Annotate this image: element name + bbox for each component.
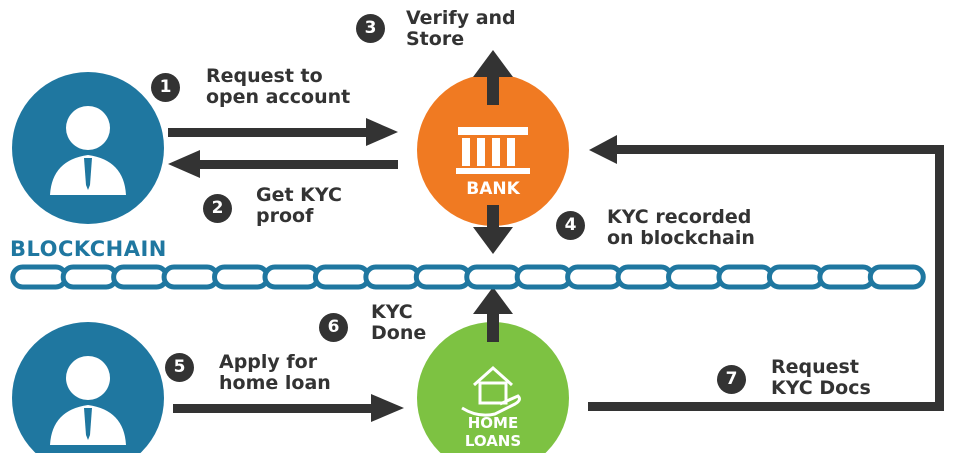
arrow-verify-store bbox=[473, 50, 513, 105]
step-3-label: Verify and Store bbox=[406, 7, 516, 50]
home-loans-label-line2: LOANS bbox=[465, 432, 521, 450]
house-in-hand-icon bbox=[461, 365, 521, 417]
bank-label: BANK bbox=[466, 179, 520, 199]
chain-link bbox=[766, 264, 825, 290]
chain-link bbox=[716, 264, 775, 290]
step-2-badge: 2 bbox=[203, 194, 232, 223]
person-icon bbox=[50, 356, 126, 445]
arrow-request-open-account bbox=[168, 118, 398, 146]
chain-link bbox=[10, 264, 69, 290]
chain-link bbox=[111, 264, 170, 290]
arrow-get-kyc-proof bbox=[168, 150, 398, 178]
step-7-label: Request KYC Docs bbox=[771, 356, 871, 399]
chain-link bbox=[817, 264, 876, 290]
chain-link bbox=[867, 264, 926, 290]
arrow-request-kyc-docs bbox=[588, 135, 944, 411]
blockchain-label: BLOCKCHAIN bbox=[10, 237, 167, 261]
step-4-label: KYC recorded on blockchain bbox=[607, 206, 755, 249]
blockchain-chain bbox=[10, 264, 926, 290]
arrow-kyc-recorded bbox=[473, 205, 513, 254]
chain-link bbox=[413, 264, 472, 290]
step-4-badge: 4 bbox=[556, 211, 585, 240]
customer-bottom-node bbox=[12, 322, 164, 453]
step-6-badge: 6 bbox=[319, 313, 348, 342]
arrow-kyc-done bbox=[473, 287, 513, 342]
chain-link bbox=[363, 264, 422, 290]
chain-link bbox=[312, 264, 371, 290]
step-3-badge: 3 bbox=[356, 14, 385, 43]
chain-link bbox=[666, 264, 724, 290]
step-5-label: Apply for home loan bbox=[219, 351, 331, 394]
chain-link bbox=[565, 264, 624, 290]
person-icon bbox=[50, 106, 126, 195]
step-1-badge: 1 bbox=[151, 73, 180, 102]
chain-link bbox=[464, 264, 523, 290]
step-1-label: Request to open account bbox=[206, 65, 351, 108]
bank-building-icon bbox=[456, 127, 530, 174]
step-7-badge: 7 bbox=[717, 365, 746, 394]
customer-top-node bbox=[12, 72, 164, 224]
home-loans-node: HOME LOANS bbox=[417, 322, 569, 453]
chain-link bbox=[514, 264, 573, 290]
chain-link bbox=[262, 264, 321, 290]
step-6-label: KYC Done bbox=[371, 301, 427, 344]
step-2-label: Get KYC proof bbox=[256, 184, 342, 227]
home-loans-label-line1: HOME bbox=[468, 414, 518, 432]
step-5-badge: 5 bbox=[165, 353, 194, 382]
bank-node: BANK bbox=[417, 74, 569, 226]
chain-link bbox=[60, 264, 119, 290]
chain-link bbox=[161, 264, 220, 290]
chain-link bbox=[615, 264, 674, 290]
arrow-apply-home-loan bbox=[173, 394, 404, 422]
chain-link bbox=[212, 264, 270, 290]
